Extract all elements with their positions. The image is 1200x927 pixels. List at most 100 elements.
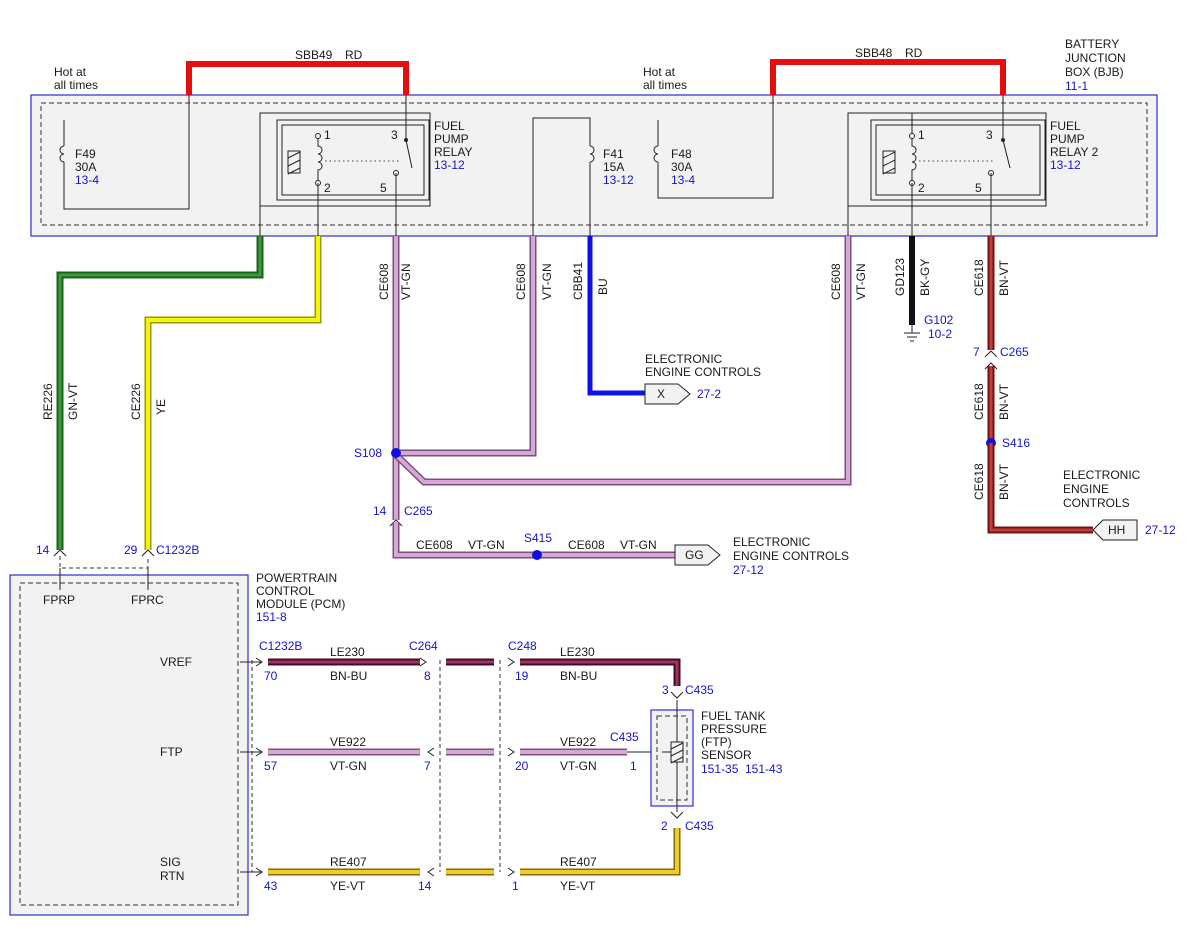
- c265-left-pin: 14: [373, 504, 387, 518]
- relay2-diode-icon: [882, 150, 896, 174]
- ftp-sensor-hatch: [662, 742, 684, 764]
- relay1-diode-hatch: [287, 151, 301, 175]
- f48-ref: 13-4: [671, 173, 695, 187]
- f41-ref: 13-12: [603, 173, 634, 187]
- c1232b-name: C1232B: [156, 543, 199, 557]
- relay2-pin2: 2: [918, 181, 925, 195]
- sig-c248-arrow: [507, 867, 515, 877]
- vref-pin-sensor: 3: [662, 683, 669, 697]
- ftp-circuit-2: VE922: [560, 735, 596, 749]
- ftp-sensor-label-2: PRESSURE: [701, 722, 767, 736]
- pcm-pin-vref: VREF: [160, 655, 192, 669]
- ce608-c-color: VT-GN: [854, 263, 868, 300]
- c248-label: C248: [508, 639, 537, 653]
- sig-color: YE-VT: [330, 879, 366, 893]
- gd123-circuit: GD123: [893, 258, 907, 296]
- sig-sensor-arrow: [670, 811, 684, 819]
- relay2-pin1: 1: [918, 128, 925, 142]
- ce608-b-wire: [396, 236, 537, 457]
- relay1-ref: 13-12: [434, 158, 465, 172]
- ftp-pin-c264: 7: [424, 759, 431, 773]
- relay2-pin1-dot: [909, 133, 915, 139]
- ce608-a-circuit: CE608: [377, 263, 391, 300]
- ground-icon: [904, 325, 920, 342]
- ftp-pin-pcm: 57: [264, 759, 278, 773]
- pcm-pin-sig-2: RTN: [160, 869, 184, 883]
- relay1-diode-icon: [287, 150, 301, 174]
- ce608-horizontal-wire: [392, 522, 675, 559]
- relay1-pin2: 2: [324, 181, 331, 195]
- relay1-label-3: RELAY: [434, 145, 472, 159]
- hot-right-2: all times: [643, 78, 687, 92]
- vref-circuit: LE230: [330, 645, 365, 659]
- sig-c264-arrow: [427, 867, 435, 877]
- ce608-a-color: VT-GN: [399, 263, 413, 300]
- f49-amps: 30A: [75, 160, 96, 174]
- c1232b-arrow-b: [141, 549, 155, 557]
- relay1-pin1: 1: [324, 128, 331, 142]
- sig-circuit-2: RE407: [560, 855, 597, 869]
- ftp-pin-c248: 20: [515, 759, 529, 773]
- sig-pin-c264: 14: [418, 879, 432, 893]
- ftp-color: VT-GN: [330, 759, 367, 773]
- relay2-label-3: RELAY 2: [1050, 145, 1099, 159]
- bjb-inner-outline: [40, 102, 1148, 226]
- sig-pin-pcm: 43: [264, 879, 278, 893]
- relay1-outer: [259, 112, 431, 207]
- ce618-bottom-wire: [987, 443, 1093, 534]
- ftp-pcm-arrow: [240, 747, 263, 757]
- splice-s108: [391, 448, 401, 458]
- c265-right-name: C265: [1000, 345, 1029, 359]
- re226-wire-outline: [56, 236, 264, 550]
- ce608-b-color: VT-GN: [540, 263, 554, 300]
- vref-color: BN-BU: [330, 669, 367, 683]
- relay1-pin5: 5: [380, 181, 387, 195]
- hot-left-1: Hot at: [54, 65, 87, 79]
- bjb-title-2: JUNCTION: [1065, 51, 1126, 65]
- f49-ref: 13-4: [75, 173, 99, 187]
- vref-c264-arrow: [419, 657, 427, 667]
- eec-hh-title-2: ENGINE: [1063, 482, 1109, 496]
- c265-right-arrow-up: [984, 350, 998, 358]
- cbb41-color: BU: [596, 278, 610, 295]
- f48-loop: [657, 95, 774, 199]
- bjb-title-1: BATTERY: [1065, 37, 1119, 51]
- eec-hh-connector: HH: [1108, 523, 1125, 537]
- ftp-sensor-inner: [656, 715, 688, 801]
- ftp-sensor-label-3: (FTP): [701, 735, 732, 749]
- sig-circuit: RE407: [330, 855, 367, 869]
- bjb-title-3: BOX (BJB): [1065, 65, 1124, 79]
- vref-circuit-2: LE230: [560, 645, 595, 659]
- ce608-c-circuit: CE608: [829, 263, 843, 300]
- c265-right-pin: 7: [973, 345, 980, 359]
- relay2-coil-icon: [911, 113, 917, 183]
- s415-label: S415: [524, 531, 552, 545]
- c264-label: C264: [409, 639, 438, 653]
- f41-amps: 15A: [603, 160, 624, 174]
- c265-left-name: C265: [404, 504, 433, 518]
- f48-amps: 30A: [671, 160, 692, 174]
- ftp-sensor-ref-1: 151-35: [701, 762, 739, 776]
- ftp-c248-arrow: [507, 747, 515, 757]
- sbb49-wire: [186, 61, 409, 95]
- f49-name: F49: [75, 147, 96, 161]
- bjb-box: [30, 94, 1158, 237]
- re226-wire: [58, 236, 262, 550]
- ftp-pin-sensor: 1: [630, 759, 637, 773]
- eec-gg-connector-icon: [674, 544, 721, 566]
- ce618-b-color: BN-VT: [997, 383, 1011, 420]
- pcm-title-3: MODULE (PCM): [256, 597, 345, 611]
- eec-hh-connector-icon: [1092, 519, 1138, 541]
- vref-color-2: BN-BU: [560, 669, 597, 683]
- sig-pin-c248: 1: [512, 879, 519, 893]
- relay2-switch-icon: [1002, 139, 1011, 169]
- pcm-ref: 151-8: [256, 610, 287, 624]
- ce608-h2-color: VT-GN: [620, 538, 657, 552]
- sbb48-wire: [770, 59, 1006, 95]
- relay2-box: [870, 119, 1046, 201]
- ground-name: G102: [924, 313, 954, 327]
- pcm-pin-leads: [59, 568, 149, 590]
- eec-gg-title-2: ENGINE CONTROLS: [733, 549, 849, 563]
- ce608-h1-circuit: CE608: [416, 538, 453, 552]
